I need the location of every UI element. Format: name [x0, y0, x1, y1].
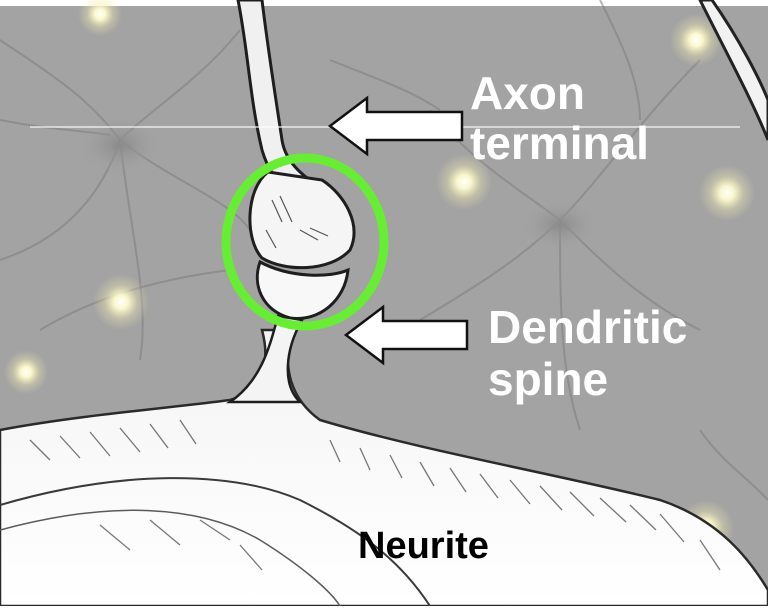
axon-terminal-label: Axon terminal	[470, 70, 649, 166]
dendritic-spine-label-line1: Dendritic	[488, 304, 687, 350]
glow-dot	[93, 274, 149, 330]
background-cell-body-right	[524, 201, 596, 249]
axon-terminal-label-line2: terminal	[470, 120, 649, 166]
background-cell-body-left	[80, 117, 160, 173]
glow-dot	[699, 165, 755, 221]
neurite-label: Neurite	[358, 527, 489, 565]
dendritic-spine-label: Dendritic spine	[488, 304, 687, 402]
dendritic-spine-label-line2: spine	[488, 356, 687, 402]
axon-terminal-label-line1: Axon	[470, 70, 649, 116]
glow-dot	[4, 350, 48, 394]
